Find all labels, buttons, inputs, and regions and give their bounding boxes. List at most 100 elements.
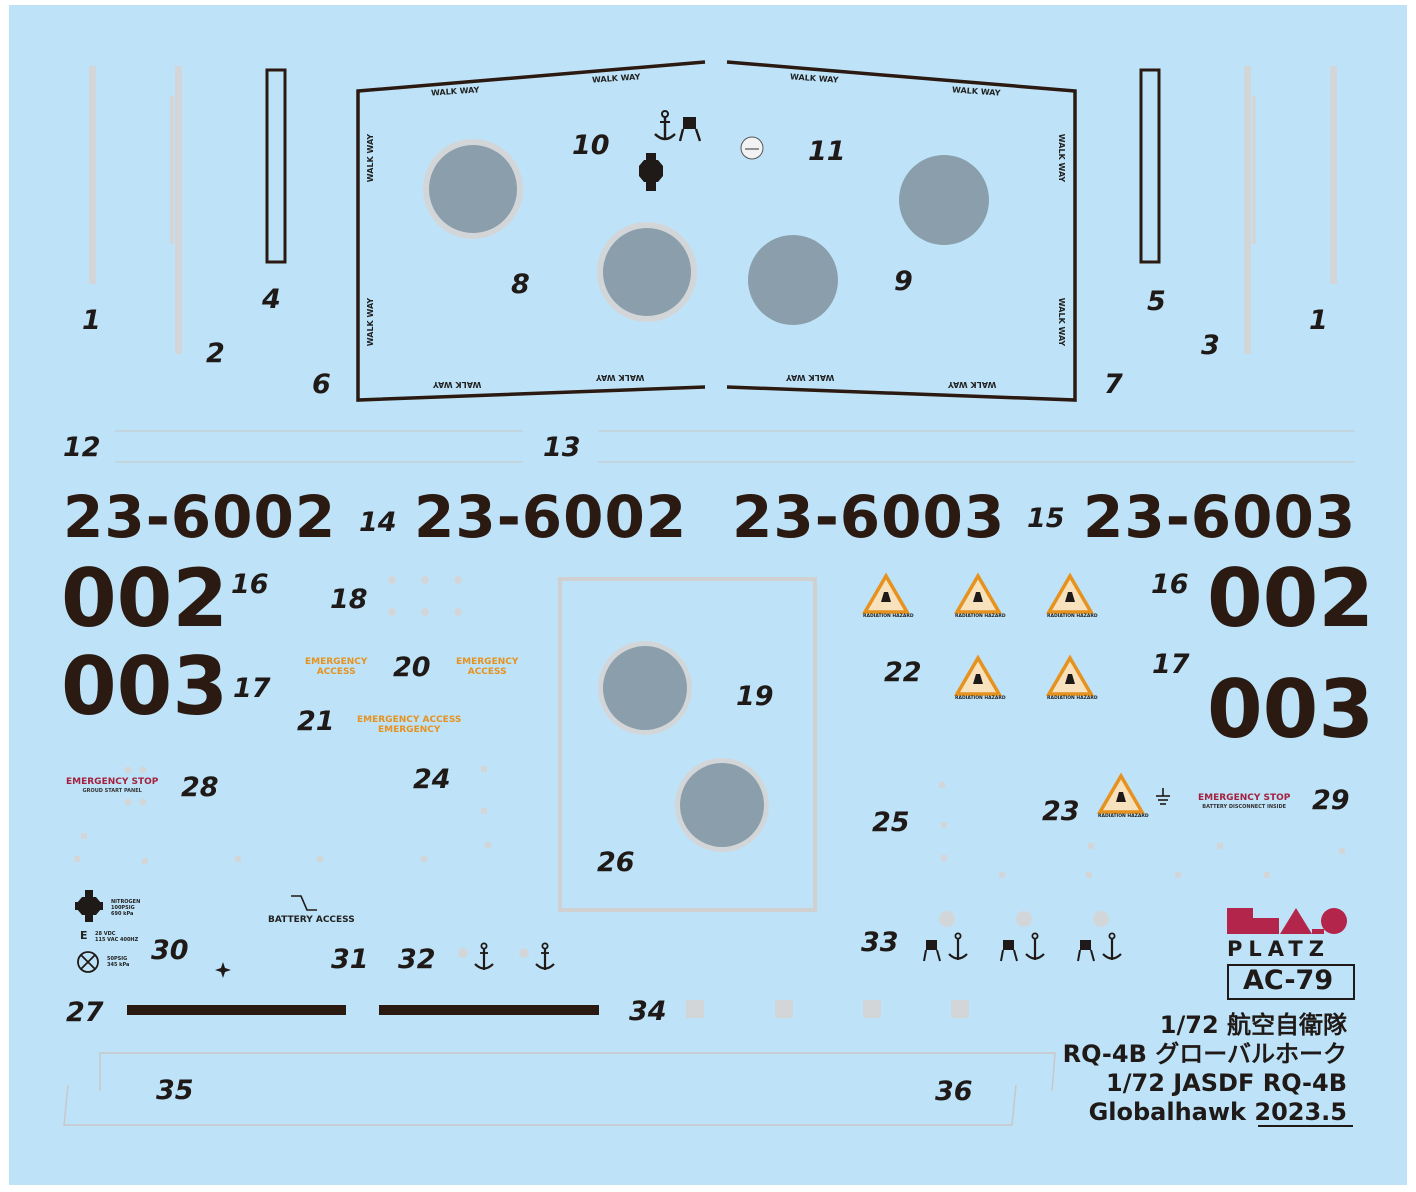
tiedown-anchor-icon xyxy=(1077,932,1122,962)
ground-icon xyxy=(1156,788,1170,805)
decal-number: 22 xyxy=(884,657,922,688)
decal-32-dot xyxy=(458,948,468,958)
decal-strip-3-inner xyxy=(1252,96,1256,244)
decal-number: 30 xyxy=(151,935,189,966)
platz-logo-bar xyxy=(1253,918,1279,934)
radiation-hazard-label: RADIATION HAZARD xyxy=(1098,814,1149,819)
serial-23-6002: 23-6002 xyxy=(63,483,337,551)
platz-logo-underline xyxy=(1312,929,1324,934)
radiation-hazard-icon xyxy=(1045,572,1095,614)
decal-sheet-background xyxy=(9,5,1407,1185)
code-002: 002 xyxy=(1207,552,1374,645)
decal-number: 21 xyxy=(297,706,335,737)
decal-number: 15 xyxy=(1027,503,1065,534)
stencil-line: EMERGENCY xyxy=(378,725,441,736)
decal-number: 31 xyxy=(331,944,369,975)
decal-number: 18 xyxy=(330,584,368,615)
code-003: 003 xyxy=(61,640,228,733)
decal-number: 28 xyxy=(181,772,219,803)
stencil-line: 690 kPa xyxy=(111,910,134,917)
nitrogen-stencil: NITROGEN 100PSIG 690 kPa xyxy=(111,899,141,917)
disc-19 xyxy=(603,646,687,730)
anchor-icon xyxy=(474,942,494,970)
serial-23-6003: 23-6003 xyxy=(732,483,1006,551)
stencil-line: 115 VAC 400HZ xyxy=(95,936,139,943)
decal-strip-4 xyxy=(265,68,287,264)
platz-logo-circle xyxy=(1321,908,1347,934)
radiation-hazard-icon xyxy=(861,572,911,614)
platz-logo-triangle xyxy=(1280,908,1312,934)
radiation-hazard-icon xyxy=(953,654,1003,696)
anchor-icon xyxy=(535,942,555,970)
decal-number: 26 xyxy=(597,847,635,878)
decal-number: 16 xyxy=(231,569,269,600)
stencil-subline: BATTERY DISCONNECT INSIDE xyxy=(1202,804,1287,810)
disc-8a xyxy=(429,145,517,233)
decal-number: 35 xyxy=(156,1075,194,1106)
decal-number: 7 xyxy=(1104,369,1123,400)
battery-access-glyph xyxy=(291,895,317,911)
stencil-line: 28 VDC xyxy=(95,931,116,937)
stencil-line: EMERGENCY ACCESS xyxy=(357,715,462,725)
title-en-line-2: Globalhawk 2023.5 xyxy=(1089,1100,1347,1124)
decal-number: 33 xyxy=(861,927,899,958)
decal-number: 23 xyxy=(1042,796,1080,827)
decal-number: 36 xyxy=(935,1076,973,1107)
pressure-gauge-icon xyxy=(77,951,99,973)
stencil-line: 345 kPa xyxy=(107,961,130,968)
decal-number: 27 xyxy=(66,997,104,1028)
stencil-line: EMERGENCY STOP xyxy=(1198,793,1291,803)
decal-number: 2 xyxy=(206,338,225,369)
battery-access-stencil: BATTERY ACCESS xyxy=(268,915,355,925)
decal-square-34 xyxy=(686,1000,704,1018)
stencil-line: ACCESS xyxy=(316,667,356,678)
radiation-hazard-label: RADIATION HAZARD xyxy=(955,696,1006,701)
emergency-access-stencil: EMERGENCY ACCESS xyxy=(456,657,518,678)
product-code: AC-79 xyxy=(1243,965,1334,996)
serial-23-6003: 23-6003 xyxy=(1083,483,1357,551)
decal-bar-31 xyxy=(379,1005,599,1015)
ac-79-box xyxy=(1227,964,1355,1000)
decal-number: 12 xyxy=(63,432,101,463)
decal-number: 17 xyxy=(233,673,271,704)
stencil-subline: GROUD START PANEL xyxy=(82,788,142,794)
title-jp-line-2: RQ-4B グローバルホーク xyxy=(1062,1040,1347,1068)
decal-line-35-36-top xyxy=(99,1052,1056,1092)
decal-number: 1 xyxy=(82,305,101,336)
radiation-hazard-icon xyxy=(1045,654,1095,696)
decal-line-35-36-bottom xyxy=(63,1084,1017,1126)
stencil-line: EMERGENCY xyxy=(305,657,368,667)
panel-19-26-outline xyxy=(558,577,817,912)
disc-26 xyxy=(680,763,764,847)
title-en-line-1: 1/72 JASDF RQ-4B xyxy=(1106,1069,1347,1097)
walkway-7-outline xyxy=(726,60,1077,402)
stencil-line: NITROGEN xyxy=(111,899,141,905)
decal-number: 3 xyxy=(1201,330,1220,361)
walkway-label: WALK WAY xyxy=(366,297,376,347)
pressure-stencil: 50PSIG 345 kPa xyxy=(107,956,130,969)
star-icon xyxy=(215,962,231,978)
platz-brand: PLATZ xyxy=(1227,937,1330,961)
decal-strip-5 xyxy=(1139,68,1161,264)
radiation-hazard-label: RADIATION HAZARD xyxy=(955,614,1006,619)
radiation-hazard-icon xyxy=(1096,772,1146,814)
title-date: 2023.5 xyxy=(1254,1098,1347,1126)
radiation-hazard-label: RADIATION HAZARD xyxy=(1047,696,1098,701)
decal-number: 13 xyxy=(543,432,581,463)
disc-9a xyxy=(899,155,989,245)
decal-number: 24 xyxy=(413,764,451,795)
radiation-hazard-label: RADIATION HAZARD xyxy=(1047,614,1098,619)
decal-number: 34 xyxy=(629,996,667,1027)
tiedown-anchor-icon xyxy=(923,932,968,962)
stencil-line: 50PSIG xyxy=(107,956,128,962)
decal-number: 10 xyxy=(572,130,610,161)
decal-number: 17 xyxy=(1152,649,1190,680)
walkway-6-outline xyxy=(356,60,706,402)
decal-strip-2-inner xyxy=(170,96,174,244)
radiation-hazard-icon xyxy=(953,572,1003,614)
decal-number: 19 xyxy=(736,681,774,712)
small-stencil-marks xyxy=(74,766,1345,878)
emergency-stop-stencil: EMERGENCY STOP BATTERY DISCONNECT INSIDE xyxy=(1198,794,1290,810)
